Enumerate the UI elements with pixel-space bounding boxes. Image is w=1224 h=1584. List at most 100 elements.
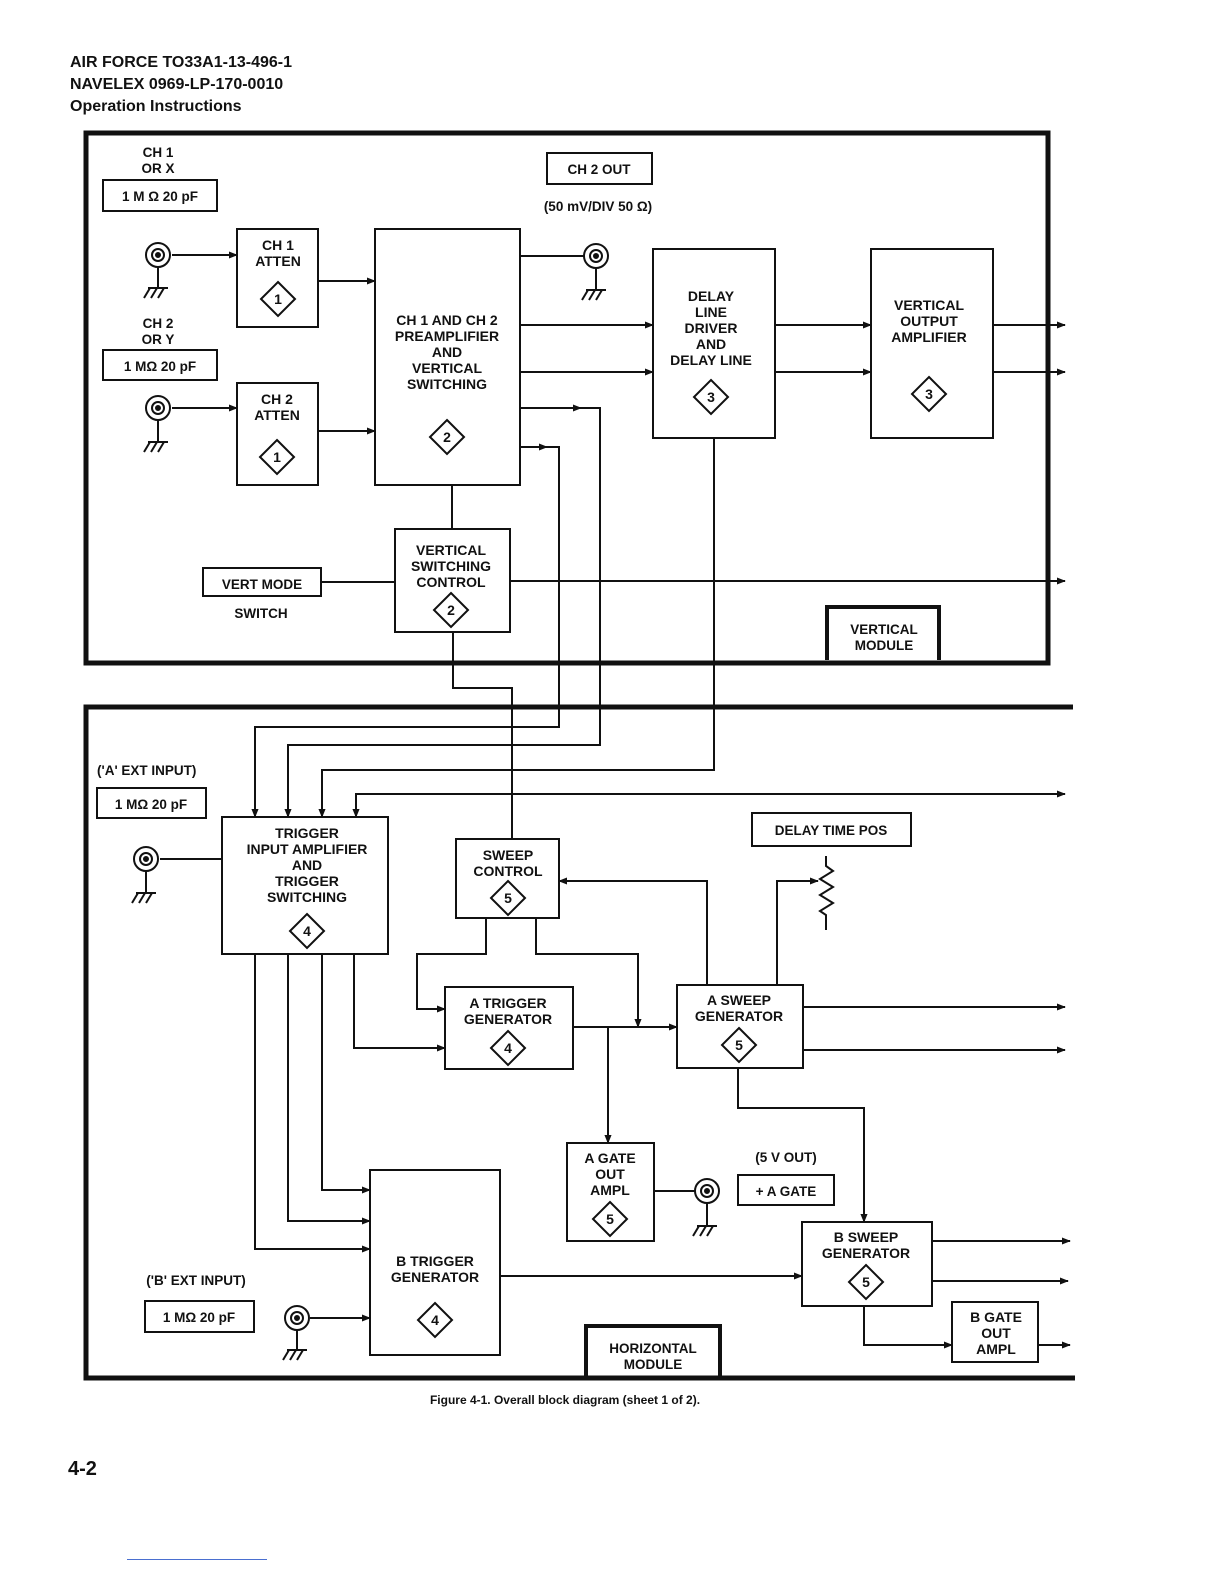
b-sweep-label-1: B SWEEP (834, 1229, 899, 1245)
sweep-control-label-2: CONTROL (473, 863, 543, 879)
trigger-input-label-2: INPUT AMPLIFIER (247, 841, 368, 857)
a-ext-impedance: 1 MΩ 20 pF (115, 797, 187, 812)
ch2-atten-ref-diamond: 1 (258, 438, 296, 476)
vert-switch-control-label-3: CONTROL (416, 574, 486, 590)
vertical-output-label-2: OUTPUT (900, 313, 958, 329)
vert-mode-label: VERT MODE (222, 577, 302, 592)
a-gate-bnc-connector (692, 1178, 720, 1237)
ch1-impedance: 1 M Ω 20 pF (122, 189, 198, 204)
ch1-atten-label-1: CH 1 (262, 237, 294, 253)
vertical-module-tab (825, 605, 941, 660)
b-gate-out-block (951, 1301, 1039, 1363)
a-sweep-label-1: A SWEEP (707, 992, 771, 1008)
wire-a-sweep-to-b-sweep (737, 1068, 868, 1223)
horizontal-module-tab (584, 1324, 722, 1376)
wire-preamp-branch-2-down (251, 446, 560, 818)
a-trigger-ref-number: 4 (504, 1040, 512, 1056)
delay-line-label-5: DELAY LINE (670, 352, 752, 368)
b-gate-out-label-2: OUT (981, 1325, 1011, 1341)
a-trigger-label-1: A TRIGGER (469, 995, 546, 1011)
wire-a-sweep-to-delay-pos (776, 877, 819, 985)
vert-switch-control-ref-number: 2 (447, 602, 455, 618)
ch2-input-label-2: OR Y (142, 332, 175, 347)
ch2-out-box (546, 152, 653, 185)
wire-vsc-to-sweep-control (452, 632, 513, 839)
b-trigger-ref-diamond: 4 (416, 1301, 454, 1339)
preamp-label-5: SWITCHING (407, 376, 487, 392)
a-gate-label-box (737, 1174, 835, 1206)
wire-trigger-to-a-trig (353, 954, 446, 1052)
preamp-ref-diamond: 2 (428, 418, 466, 456)
a-gate-out-ref-diamond: 5 (591, 1200, 629, 1238)
sweep-control-ref-number: 5 (504, 890, 512, 906)
b-sweep-label-2: GENERATOR (822, 1245, 910, 1261)
b-gate-out-label-3: AMPL (976, 1341, 1016, 1357)
ch1-atten-ref-number: 1 (274, 291, 282, 307)
b-sweep-ref-number: 5 (862, 1274, 870, 1290)
ch1-atten-label-2: ATTEN (255, 253, 301, 269)
ch2-input-label-1: CH 2 (143, 316, 174, 331)
wire-trigger-to-b-trig-2 (287, 954, 371, 1225)
wire-b-sweep-to-b-gate (863, 1306, 953, 1349)
ch1-atten-ref-diamond: 1 (259, 280, 297, 318)
ch2-atten-ref-number: 1 (273, 449, 281, 465)
ch2-atten-block (236, 382, 319, 486)
delay-line-label-4: AND (696, 336, 726, 352)
b-sweep-ref-diamond: 5 (847, 1263, 885, 1301)
horizontal-module-label-1: HORIZONTAL (609, 1341, 697, 1356)
a-ext-impedance-box (96, 787, 207, 819)
trigger-input-label-4: TRIGGER (275, 873, 339, 889)
ch2-atten-label-2: ATTEN (254, 407, 300, 423)
trigger-input-label-3: AND (292, 857, 322, 873)
a-gate-out-label-1: A GATE (584, 1150, 635, 1166)
doc-id-air-force: AIR FORCE TO33A1-13-496-1 (70, 54, 292, 71)
doc-id-navelex: NAVELEX 0969-LP-170-0010 (70, 76, 284, 93)
vertical-module-label-1: VERTICAL (850, 622, 918, 637)
wire-preamp-branch-1-down (284, 407, 601, 818)
a-gate-note: (5 V OUT) (755, 1150, 817, 1165)
b-ext-bnc-connector (282, 1305, 310, 1361)
vert-switch-control-ref-diamond: 2 (432, 591, 470, 629)
vertical-output-ref-number: 3 (925, 386, 933, 402)
figure-caption: Figure 4-1. Overall block diagram (sheet… (429, 1393, 701, 1407)
doc-section-title: Operation Instructions (70, 98, 242, 115)
preamp-ref-number: 2 (443, 429, 451, 445)
vert-switch-control-label-2: SWITCHING (411, 558, 491, 574)
delay-line-label-2: LINE (695, 304, 727, 320)
vert-switch-control-label-1: VERTICAL (416, 542, 486, 558)
wire-delay-to-trigger (318, 438, 715, 818)
a-gate-out-label-2: OUT (595, 1166, 625, 1182)
b-ext-impedance-box (144, 1300, 255, 1333)
vert-mode-sub: SWITCH (234, 606, 287, 621)
ch1-bnc-connector (143, 242, 171, 299)
vertical-module-label-2: MODULE (855, 638, 914, 653)
a-sweep-label-2: GENERATOR (695, 1008, 783, 1024)
vertical-output-ref-diamond: 3 (910, 375, 948, 413)
trigger-input-block (221, 816, 389, 955)
preamp-block (374, 228, 521, 486)
sweep-control-ref-diamond: 5 (489, 879, 527, 917)
b-trigger-label-1: B TRIGGER (396, 1253, 474, 1269)
a-ext-bnc-connector (131, 846, 159, 904)
trigger-input-label-1: TRIGGER (275, 825, 339, 841)
ch2-out-note: (50 mV/DIV 50 Ω) (544, 199, 652, 214)
a-sweep-ref-diamond: 5 (720, 1026, 758, 1064)
trigger-input-ref-number: 4 (303, 923, 311, 939)
a-trigger-ref-diamond: 4 (489, 1029, 527, 1067)
sweep-control-label-1: SWEEP (483, 847, 534, 863)
b-trigger-block (369, 1169, 501, 1356)
wire-trigger-to-b-trig-3 (254, 954, 371, 1253)
a-sweep-ref-number: 5 (735, 1037, 743, 1053)
ch1-atten-block (236, 228, 319, 328)
trigger-input-label-5: SWITCHING (267, 889, 347, 905)
b-trigger-label-2: GENERATOR (391, 1269, 479, 1285)
b-ext-label: ('B' EXT INPUT) (146, 1273, 245, 1288)
horizontal-module-frame (83, 704, 1075, 1381)
delay-line-label-3: DRIVER (685, 320, 738, 336)
vertical-module-frame (83, 130, 1051, 666)
delay-line-ref-diamond: 3 (692, 378, 730, 416)
ch1-impedance-box (102, 179, 218, 212)
delay-line-label-1: DELAY (688, 288, 735, 304)
ch2-out-bnc-connector (581, 243, 609, 301)
